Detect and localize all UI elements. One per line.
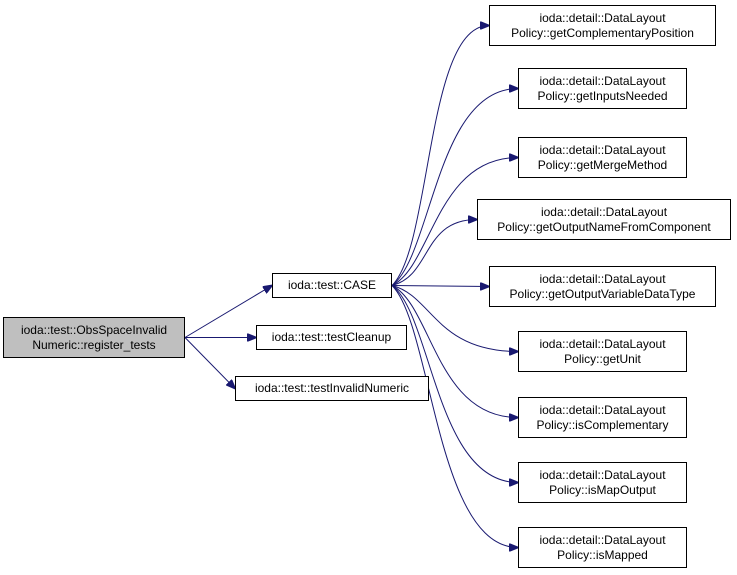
edge-case-to-inputs xyxy=(391,89,518,286)
graph-node-label: ioda::test::testInvalidNumeric xyxy=(254,381,410,395)
graph-node-label: Policy::getMergeMethod xyxy=(537,157,668,172)
graph-node-label: Policy::isMapped xyxy=(557,547,648,562)
edge-root-to-case xyxy=(184,286,272,338)
graph-node-label: ioda::detail::DataLayout xyxy=(539,402,666,417)
edge-case-to-ismapped xyxy=(391,285,518,548)
graph-node-label: ioda::detail::DataLayout xyxy=(539,10,666,25)
edge-case-to-unit xyxy=(391,285,518,352)
graph-node-label: ioda::detail::DataLayout xyxy=(540,204,668,219)
graph-node-label: Policy::getUnit xyxy=(564,351,641,366)
edge-case-to-comppos xyxy=(391,26,489,286)
graph-node-label: ioda::test::ObsSpaceInvalid xyxy=(20,322,168,337)
edge-case-to-merge xyxy=(391,158,518,286)
graph-node-label: ioda::test::CASE xyxy=(287,278,377,292)
graph-node-label: Policy::isComplementary xyxy=(536,417,669,432)
graph-node-label: Policy::getInputsNeeded xyxy=(537,88,668,103)
graph-node-label: ioda::detail::DataLayout xyxy=(539,336,666,351)
graph-node-label: ioda::detail::DataLayout xyxy=(539,532,666,547)
graph-node-label: Policy::getOutputNameFromComponent xyxy=(497,219,711,234)
graph-node-label: Policy::isMapOutput xyxy=(549,482,656,497)
graph-node-label: Numeric::register_tests xyxy=(32,337,156,352)
edge-root-to-invalid xyxy=(184,337,235,389)
graph-node-label: ioda::detail::DataLayout xyxy=(539,142,666,157)
graph-node-invalid[interactable]: ioda::test::testInvalidNumeric xyxy=(235,376,429,401)
edge-case-to-outname xyxy=(391,220,477,286)
graph-node-label: ioda::detail::DataLayout xyxy=(539,271,666,286)
graph-node-label: ioda::test::testCleanup xyxy=(271,330,392,344)
graph-node-label: Policy::getComplementaryPosition xyxy=(511,25,694,40)
graph-node-label: ioda::detail::DataLayout xyxy=(539,73,666,88)
edge-case-to-ismapout xyxy=(391,285,518,483)
graph-node-cleanup[interactable]: ioda::test::testCleanup xyxy=(256,325,407,350)
graph-node-label: Policy::getOutputVariableDataType xyxy=(509,286,696,301)
graph-node-label: ioda::detail::DataLayout xyxy=(539,467,666,482)
edge-case-to-outtype xyxy=(391,286,489,287)
edge-case-to-iscomp xyxy=(391,285,518,418)
graph-node-case[interactable]: ioda::test::CASE xyxy=(272,273,392,298)
